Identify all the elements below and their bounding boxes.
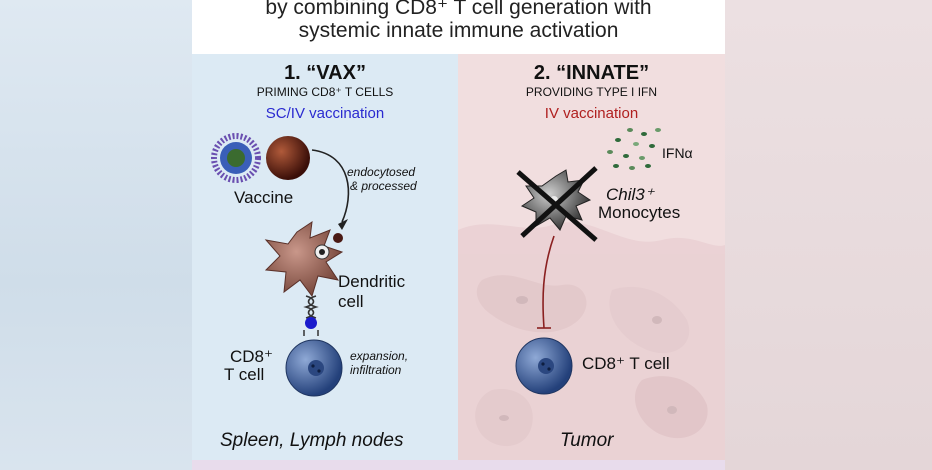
processed-label: & processed — [350, 179, 417, 193]
synapse-icon — [303, 295, 319, 336]
tumor-tcell-label: CD8⁺ T cell — [582, 354, 670, 373]
dendritic-cell-icon — [264, 220, 344, 298]
ifn-label: IFNα — [662, 145, 693, 161]
title-line-2: systemic innate immune activation — [298, 19, 619, 42]
blurred-background-left — [0, 0, 192, 470]
vaccine-label: Vaccine — [234, 188, 294, 207]
title-band: by combining CD8⁺ T cell generation with… — [192, 0, 725, 54]
dendritic-label-2: cell — [338, 292, 364, 311]
vax-location: Spleen, Lymph nodes — [220, 430, 404, 451]
figure-panel: by combining CD8⁺ T cell generation with… — [192, 0, 725, 470]
monocyte-label-2: Monocytes — [598, 203, 681, 222]
inhibition-arrow — [537, 235, 555, 329]
nanoparticle-icon — [211, 133, 261, 183]
endocytosis-arrowhead — [338, 219, 348, 230]
ifn-alpha-icon — [607, 128, 661, 170]
endocytosed-label: endocytosed — [347, 165, 416, 179]
monocyte-icon — [520, 169, 592, 231]
blurred-background-right — [725, 0, 932, 470]
expansion-label-2: infiltration — [350, 363, 402, 377]
expansion-label-1: expansion, — [350, 349, 409, 363]
tumor-tissue — [458, 222, 725, 460]
endocytosis-arrow — [311, 149, 350, 223]
title-line-1: by combining CD8⁺ T cell generation with — [265, 0, 652, 19]
microparticle-icon — [266, 136, 310, 180]
innate-method: IV vaccination — [544, 105, 639, 122]
monocyte-label-1: Chil3⁺ — [606, 185, 654, 204]
innate-subheading: PROVIDING TYPE I IFN — [525, 85, 658, 99]
diagram-graphics — [211, 128, 725, 460]
innate-location: Tumor — [560, 430, 614, 451]
cross-icon — [516, 166, 598, 242]
tumor-cd8-t-cell-icon — [515, 337, 573, 395]
innate-heading: 2. “INNATE” — [533, 62, 650, 84]
vax-subheading: PRIMING CD8⁺ T CELLS — [256, 85, 394, 99]
dendritic-label-1: Dendritic — [338, 272, 406, 291]
tcell-label-2: T cell — [224, 365, 265, 384]
bottom-band — [192, 460, 725, 470]
tcell-label-1: CD8⁺ — [230, 347, 273, 366]
cd8-t-cell-icon — [285, 339, 343, 397]
vax-method: SC/IV vaccination — [265, 105, 385, 122]
vax-heading: 1. “VAX” — [284, 62, 366, 84]
